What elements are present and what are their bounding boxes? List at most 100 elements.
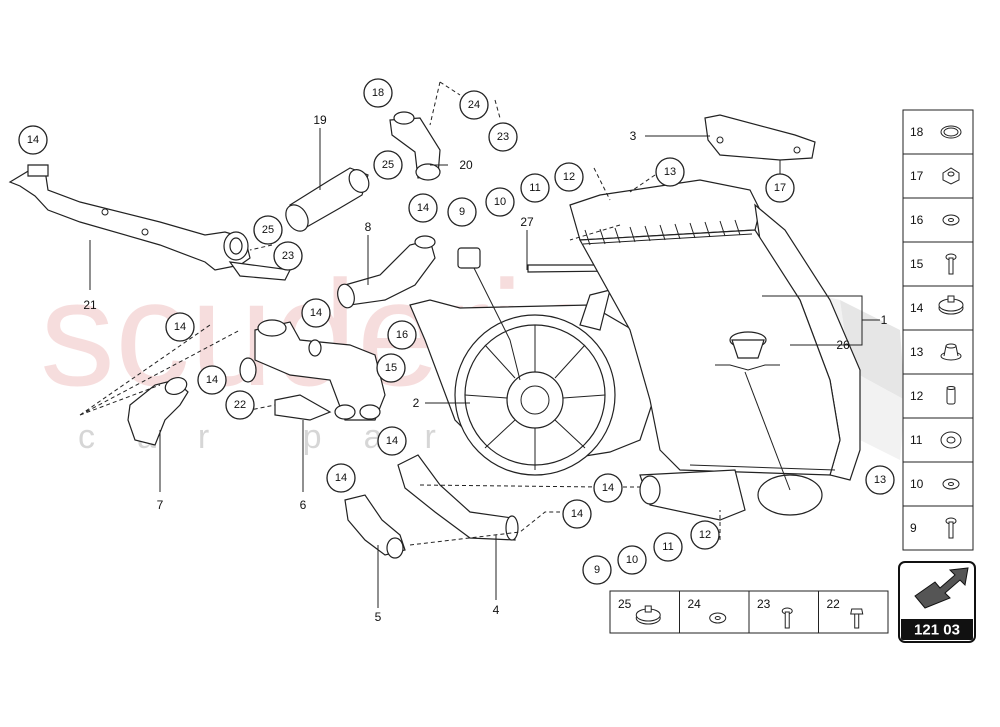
legend-bottom: 25 24 23 22 [609, 590, 889, 634]
callout-24[interactable]: 24 [459, 90, 489, 120]
callout-14-h[interactable]: 14 [593, 473, 623, 503]
leader-lines [79, 81, 880, 608]
legend-row-16: 16 [903, 197, 973, 227]
svg-text:23: 23 [282, 250, 294, 262]
legend-cell-22: 22 [818, 591, 864, 633]
callout-9-b[interactable]: 9 [582, 555, 612, 585]
radiator-part-1 [569, 179, 861, 521]
svg-text:22: 22 [234, 399, 246, 411]
ref-21: 21 [83, 298, 97, 312]
callout-14-c[interactable]: 14 [301, 298, 331, 328]
hose-part-8 [337, 235, 436, 309]
svg-text:16: 16 [396, 329, 408, 341]
legend-row-10: 10 [903, 461, 973, 491]
svg-text:14: 14 [417, 202, 429, 214]
callout-11-a[interactable]: 11 [520, 173, 550, 203]
callout-25-a[interactable]: 25 [373, 150, 403, 180]
ref-7: 7 [157, 498, 164, 512]
callout-13-a[interactable]: 13 [655, 157, 685, 187]
callout-14-e[interactable]: 14 [197, 365, 227, 395]
callout-18[interactable]: 18 [363, 78, 393, 108]
svg-text:14: 14 [174, 321, 186, 333]
callout-15[interactable]: 15 [376, 353, 406, 383]
arrow-icon [914, 567, 969, 609]
callout-14-i[interactable]: 14 [562, 499, 592, 529]
callout-10-a[interactable]: 10 [485, 187, 515, 217]
legend-number: 25 [618, 597, 632, 611]
callout-22[interactable]: 22 [225, 390, 255, 420]
bracket-part-3 [704, 114, 816, 161]
svg-text:14: 14 [571, 508, 583, 520]
washer-icon [942, 214, 960, 226]
ref-3: 3 [630, 129, 637, 143]
flat-washer-icon [942, 478, 960, 490]
svg-text:24: 24 [468, 99, 480, 111]
legend-number: 18 [910, 125, 924, 139]
svg-text:14: 14 [310, 307, 322, 319]
svg-text:11: 11 [529, 182, 540, 194]
legend-row-17: 17 [903, 153, 973, 185]
callout-10-b[interactable]: 10 [617, 545, 647, 575]
page-number: 121 03 [914, 622, 960, 639]
page-badge: 121 03 [898, 561, 976, 643]
ref-5: 5 [375, 610, 382, 624]
svg-text:13: 13 [664, 166, 676, 178]
legend-number: 14 [910, 301, 924, 315]
ref-4: 4 [493, 603, 500, 617]
clip-icon [635, 605, 661, 625]
rubber-bush-icon [940, 431, 962, 449]
callout-13-b[interactable]: 13 [865, 465, 895, 495]
svg-text:10: 10 [494, 196, 506, 208]
callout-12-b[interactable]: 12 [690, 520, 720, 550]
svg-text:25: 25 [262, 224, 274, 236]
svg-text:14: 14 [27, 134, 39, 146]
callout-14-b[interactable]: 14 [408, 193, 438, 223]
legend-number: 17 [910, 169, 924, 183]
bolt-icon [945, 253, 957, 275]
legend-number: 10 [910, 477, 924, 491]
legend-number: 23 [757, 597, 771, 611]
svg-text:12: 12 [699, 529, 711, 541]
legend-number: 16 [910, 213, 924, 227]
flange-bolt-icon [850, 608, 864, 629]
callout-25-b[interactable]: 25 [253, 215, 283, 245]
svg-text:17: 17 [774, 182, 786, 194]
cap-part-26 [715, 331, 791, 491]
hose-part-4 [397, 454, 519, 541]
ref-19: 19 [313, 113, 327, 127]
callout-23-b[interactable]: 23 [273, 241, 303, 271]
legend-number: 24 [688, 597, 702, 611]
svg-text:14: 14 [602, 482, 614, 494]
callout-23-a[interactable]: 23 [488, 122, 518, 152]
washer-icon [709, 612, 727, 624]
ref-26: 26 [836, 338, 850, 352]
callout-14-g[interactable]: 14 [326, 463, 356, 493]
spacer-icon [946, 386, 956, 405]
pipe-part-21 [8, 164, 291, 281]
callout-14-a[interactable]: 14 [18, 125, 48, 155]
bolt-icon [781, 607, 793, 629]
callout-11-b[interactable]: 11 [653, 532, 683, 562]
svg-text:11: 11 [662, 541, 673, 553]
legend-number: 12 [910, 389, 924, 403]
hose-part-19 [285, 167, 370, 232]
callout-14-d[interactable]: 14 [165, 312, 195, 342]
svg-text:9: 9 [459, 206, 465, 218]
callout-17[interactable]: 17 [765, 173, 795, 203]
callout-16[interactable]: 16 [387, 320, 417, 350]
fan-part-2 [409, 247, 656, 476]
legend-number: 13 [910, 345, 924, 359]
callout-14-f[interactable]: 14 [377, 426, 407, 456]
reference-labels: 21 19 20 8 7 6 5 4 3 27 2 1 26 [83, 113, 887, 624]
svg-text:14: 14 [386, 435, 398, 447]
callout-12-a[interactable]: 12 [554, 162, 584, 192]
hose-part-5 [344, 494, 406, 559]
ref-6: 6 [300, 498, 307, 512]
svg-text:14: 14 [206, 374, 218, 386]
svg-text:18: 18 [372, 87, 384, 99]
svg-text:23: 23 [497, 131, 509, 143]
callout-9-a[interactable]: 9 [447, 197, 477, 227]
legend-cell-23: 23 [748, 591, 793, 633]
legend-number: 11 [910, 433, 923, 447]
